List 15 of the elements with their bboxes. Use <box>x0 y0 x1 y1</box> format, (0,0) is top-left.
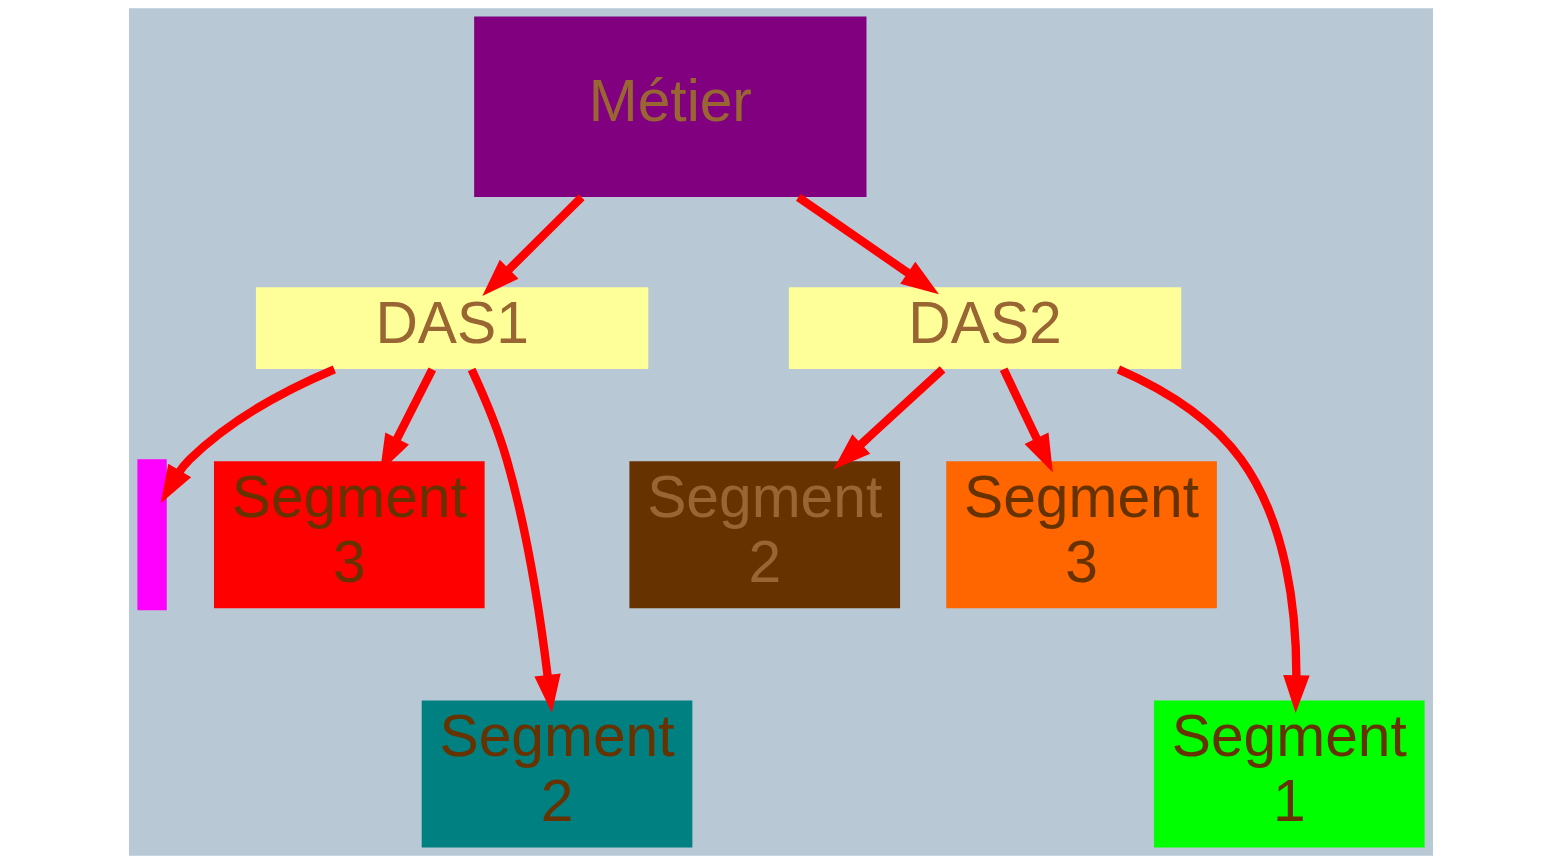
node-box: Métier <box>474 16 867 197</box>
node-box: DAS2 <box>788 287 1182 370</box>
node-box: DAS1 <box>255 287 649 370</box>
node-box: Segment 3 <box>946 461 1217 609</box>
node-box: Segment 3 <box>214 461 485 609</box>
node-box <box>137 459 167 611</box>
node-box: Segment 2 <box>421 700 693 848</box>
arrow <box>1116 365 1310 714</box>
arrow <box>795 193 939 295</box>
arrow <box>467 367 561 713</box>
node-box: Segment 1 <box>1153 700 1425 848</box>
arrow <box>833 366 946 470</box>
arrow <box>160 365 336 504</box>
arrow <box>999 367 1053 473</box>
arrow <box>482 194 585 296</box>
